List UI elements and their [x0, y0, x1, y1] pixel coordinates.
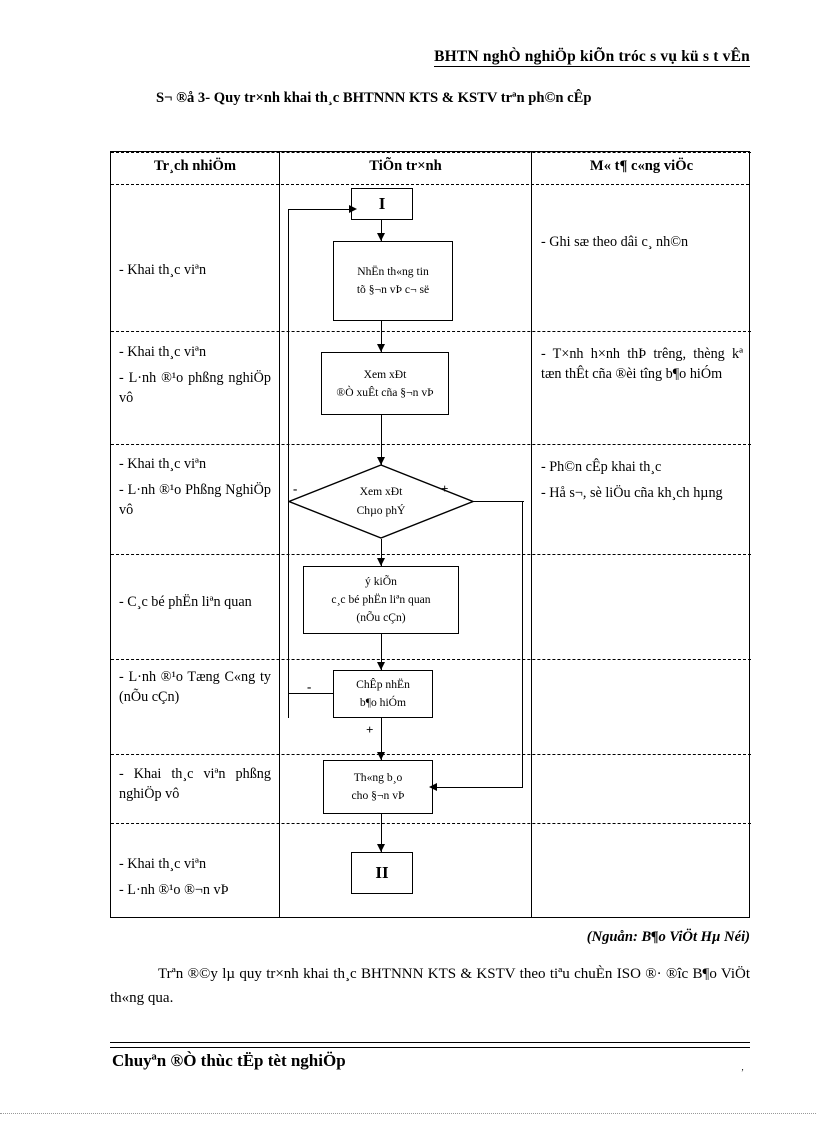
description-line: - Ph©n cÊp khai th¸c	[541, 459, 662, 475]
connector-opinion-to-accept	[381, 634, 383, 670]
running-header-text: BHTN nghÒ nghiÖp kiÕn tróc s vụ kü s t v…	[434, 48, 750, 67]
flowchart: I NhËn th«ng tin tõ §¬n vÞ c¬ së Xem xÐt…	[111, 152, 531, 919]
flow-node-review-line: ®Ò xuÊt cña §¬n vÞ	[336, 385, 434, 399]
description-line: - T×nh h×nh thÞ trêng, thèng kª tæn thÊt…	[541, 346, 743, 383]
flow-node-receive: NhËn th«ng tin tõ §¬n vÞ c¬ së	[333, 241, 453, 321]
arrowhead-quote	[377, 457, 386, 465]
responsibility-line: - L·nh ®¹o Tæng C«ng ty (nÕu cÇn)	[119, 669, 271, 706]
responsibility-line: - Khai th¸c viªn	[119, 262, 207, 278]
arrowhead-notify-from-quote	[429, 782, 437, 791]
connector-quote-positive-v	[522, 501, 524, 788]
connector-quote-positive-into-notify	[433, 787, 523, 789]
branch-label-accept-positive: +	[366, 722, 374, 737]
branch-label-accept-negative: -	[307, 679, 312, 694]
flow-node-start-label: I	[378, 193, 386, 213]
feedback-rail-top	[288, 209, 351, 211]
table-row: - Khai th¸c viªn - L·nh ®¹o phßng nghiÖp…	[119, 342, 271, 408]
flow-node-notify-line: Th«ng b¸o	[353, 771, 403, 785]
flow-node-accept-line: b¶o hiÓm	[359, 696, 407, 709]
flow-node-receive-line: tõ §¬n vÞ c¬ së	[356, 283, 430, 296]
row-divider-1	[111, 331, 751, 332]
description-line: - Hå s¬, sè liÖu cña kh¸ch hµng	[541, 485, 723, 502]
running-header: BHTN nghÒ nghiÖp kiÕn tróc s vụ kü s t v…	[110, 48, 750, 67]
flow-node-opinion-line: c¸c bé phËn liªn quan	[331, 593, 431, 607]
description-line: - Ghi sæ theo dâi c¸ nh©n	[541, 234, 689, 250]
row-divider-2	[111, 444, 751, 445]
flow-node-review: Xem xÐt ®Ò xuÊt cña §¬n vÞ	[321, 352, 449, 415]
responsibility-line: - L·nh ®¹o Phßng NghiÖp vô	[119, 482, 271, 519]
body-paragraph: Trªn ®©y lµ quy tr×nh khai th¸c BHTNNN K…	[110, 966, 750, 1007]
connector-quote-positive-h	[471, 501, 524, 503]
row-divider-5	[111, 754, 751, 755]
flow-node-receive-line: NhËn th«ng tin	[357, 265, 429, 279]
feedback-arrowhead	[349, 204, 357, 213]
connector-accept-to-notify	[381, 718, 383, 760]
diamond-shape	[288, 464, 474, 539]
connector-accept-negative	[288, 693, 333, 695]
column-header-responsibility: Tr¸ch nhiÖm	[153, 158, 237, 174]
column-divider-2	[531, 152, 532, 917]
flow-node-accept-line: ChÊp nhËn	[356, 678, 410, 692]
column-divider-1	[279, 152, 280, 917]
description-cell: - Ph©n cÊp khai th¸c - Hå s¬, sè liÖu cñ…	[541, 457, 743, 503]
table-row: - Khai th¸c viªn	[119, 260, 271, 280]
connector-review-to-quote	[381, 415, 383, 465]
responsibility-line: - Khai th¸c viªn	[119, 856, 207, 872]
flow-node-review-line: Xem xÐt	[363, 367, 407, 381]
responsibility-line: - C¸c bé phËn liªn quan	[119, 594, 252, 610]
table-row: - C¸c bé phËn liªn quan	[119, 592, 271, 612]
flow-node-start: I	[351, 188, 413, 220]
connector-receive-to-review	[381, 321, 383, 352]
feedback-rail-vertical	[288, 209, 290, 718]
flow-node-opinion-line: (nÕu cÇn)	[356, 610, 406, 624]
connector-notify-to-end	[381, 814, 383, 852]
column-header-process: TiÕn tr×nh	[369, 158, 442, 174]
arrowhead-notify	[377, 752, 386, 760]
row-divider-3	[111, 554, 751, 555]
column-header-description: M« t¶ c«ng viÖc	[589, 158, 694, 174]
flow-node-notify-line: cho §¬n vÞ	[351, 789, 405, 802]
footer-page-mark: ‚	[741, 1062, 744, 1072]
page-bottom-edge	[0, 1113, 816, 1114]
flow-node-quote-decision: Xem xÐt Chµo phÝ	[288, 464, 474, 539]
arrowhead-end	[377, 844, 386, 852]
flow-node-opinion: ý kiÕn c¸c bé phËn liªn quan (nÕu cÇn)	[303, 566, 459, 634]
figure-source-note: (Nguån: B¶o ViÖt Hµ Néi)	[586, 929, 750, 945]
connector-quote-to-opinion	[381, 539, 383, 566]
row-divider-6	[111, 823, 751, 824]
flow-node-opinion-line: ý kiÕn	[365, 575, 397, 589]
figure-caption: S¬ ®å 3- Quy tr×nh khai th¸c BHTNNN KTS …	[156, 90, 592, 106]
responsibility-line: - Khai th¸c viªn phßng nghiÖp vô	[119, 766, 271, 803]
table-row: - Khai th¸c viªn - L·nh ®¹o Phßng NghiÖp…	[119, 454, 271, 520]
responsibility-line: - Khai th¸c viªn	[119, 456, 207, 472]
arrowhead-accept	[377, 662, 386, 670]
flow-node-notify: Th«ng b¸o cho §¬n vÞ	[323, 760, 433, 814]
arrowhead-review	[377, 344, 386, 352]
description-cell: - T×nh h×nh thÞ trêng, thèng kª tæn thÊt…	[541, 344, 743, 384]
table-row: - Khai th¸c viªn phßng nghiÖp vô	[119, 764, 271, 804]
branch-label-quote-negative: -	[293, 481, 298, 496]
responsibility-line: - L·nh ®¹o phßng nghiÖp vô	[119, 370, 271, 407]
arrowhead-opinion	[377, 558, 386, 566]
table-row: - Khai th¸c viªn - L·nh ®¹o ®¬n vÞ	[119, 854, 271, 900]
footer-divider	[110, 1042, 750, 1048]
responsibility-line: - L·nh ®¹o ®¬n vÞ	[119, 882, 229, 899]
arrowhead-receive	[377, 233, 386, 241]
description-cell: - Ghi sæ theo dâi c¸ nh©n	[541, 232, 743, 252]
branch-label-quote-positive: +	[441, 481, 449, 496]
connector-start-to-receive	[381, 220, 383, 241]
flow-node-end-label: II	[375, 862, 389, 882]
table-row: - L·nh ®¹o Tæng C«ng ty (nÕu cÇn)	[119, 667, 271, 707]
responsibility-line: - Khai th¸c viªn	[119, 344, 207, 360]
table-header-row: Tr¸ch nhiÖm TiÕn tr×nh M« t¶ c«ng viÖc	[111, 152, 749, 185]
footer-title: Chuyªn ®Ò thùc tËp tèt nghiÖp	[112, 1051, 346, 1070]
flow-node-end: II	[351, 852, 413, 894]
process-table: Tr¸ch nhiÖm TiÕn tr×nh M« t¶ c«ng viÖc -…	[110, 151, 751, 919]
row-divider-4	[111, 659, 751, 660]
flow-node-accept: ChÊp nhËn b¶o hiÓm	[333, 670, 433, 718]
